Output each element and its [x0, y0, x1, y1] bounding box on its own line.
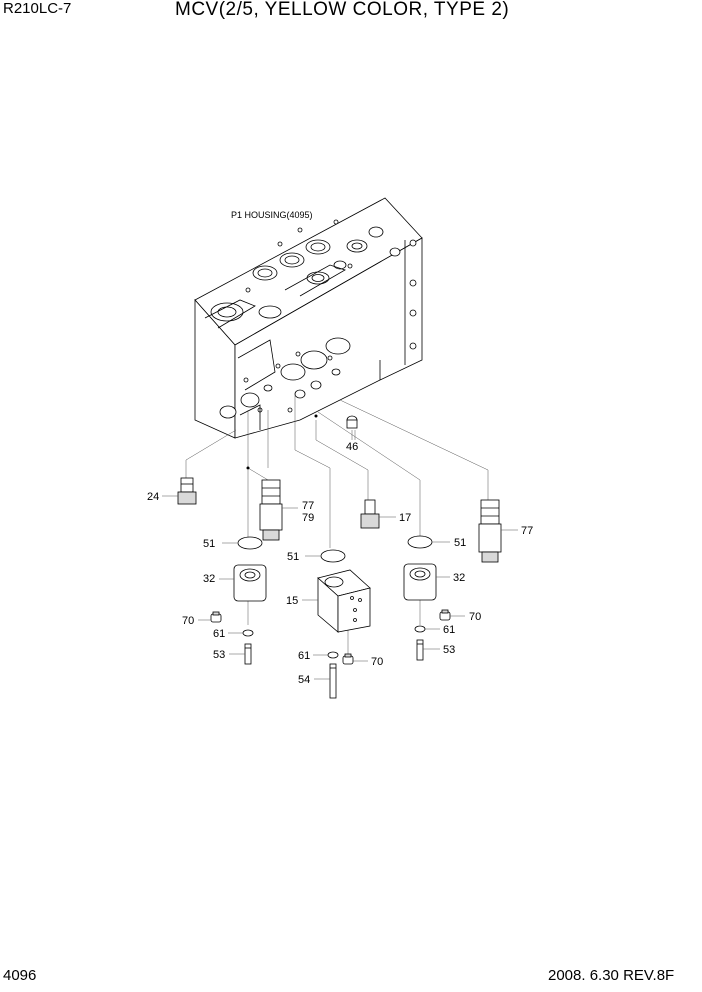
callout-70-b: 70 — [469, 611, 481, 623]
part-70-plug-center — [342, 653, 354, 665]
part-24-fitting — [177, 477, 197, 505]
leader-lines — [185, 395, 489, 655]
part-77-relief-valve — [259, 479, 283, 541]
housing-label: P1 HOUSING(4095) — [231, 210, 313, 220]
part-46-plug — [346, 415, 358, 429]
callout-70-a: 70 — [182, 615, 194, 627]
part-15-block — [317, 569, 371, 633]
callout-70-c: 70 — [371, 656, 383, 668]
part-77-relief-valve-right — [478, 499, 502, 563]
callout-32-a: 32 — [203, 573, 215, 585]
part-61-washer-left — [242, 629, 254, 637]
part-51-oring-right — [407, 535, 433, 549]
part-51-oring-left — [237, 536, 263, 550]
part-53-bolt-left — [244, 643, 252, 665]
part-51-oring-center — [320, 549, 346, 563]
page-title: MCV(2/5, YELLOW COLOR, TYPE 2) — [175, 0, 510, 20]
callout-51-c: 51 — [454, 537, 466, 549]
part-70-plug-left — [210, 611, 222, 623]
page-number: 4096 — [3, 967, 37, 984]
callout-54: 54 — [298, 674, 310, 686]
p1-housing — [194, 197, 423, 439]
part-70-plug-right — [439, 609, 451, 621]
callout-51-b: 51 — [287, 551, 299, 563]
revision-date: 2008. 6.30 REV.8F — [548, 967, 675, 984]
part-32-cover-right — [403, 563, 437, 601]
callout-77-b: 77 — [521, 525, 533, 537]
part-61-washer-right — [414, 625, 426, 633]
callout-32-b: 32 — [453, 572, 465, 584]
callout-61-b: 61 — [443, 624, 455, 636]
callout-24: 24 — [147, 491, 159, 503]
part-17-plug — [360, 499, 380, 529]
callout-61-a: 61 — [213, 628, 225, 640]
model-code: R210LC-7 — [3, 0, 72, 17]
callout-53-a: 53 — [213, 649, 225, 661]
callout-61-c: 61 — [298, 650, 310, 662]
part-32-cover-left — [233, 564, 267, 602]
part-53-bolt-right — [416, 639, 424, 661]
callout-53-b: 53 — [443, 644, 455, 656]
callout-46: 46 — [346, 441, 358, 453]
part-54-bolt — [329, 663, 337, 699]
part-61-washer-center — [327, 651, 339, 659]
callout-51-a: 51 — [203, 538, 215, 550]
callout-15: 15 — [286, 595, 298, 607]
callout-17: 17 — [399, 512, 411, 524]
callout-79: 79 — [302, 512, 314, 524]
callout-77-a: 77 — [302, 500, 314, 512]
